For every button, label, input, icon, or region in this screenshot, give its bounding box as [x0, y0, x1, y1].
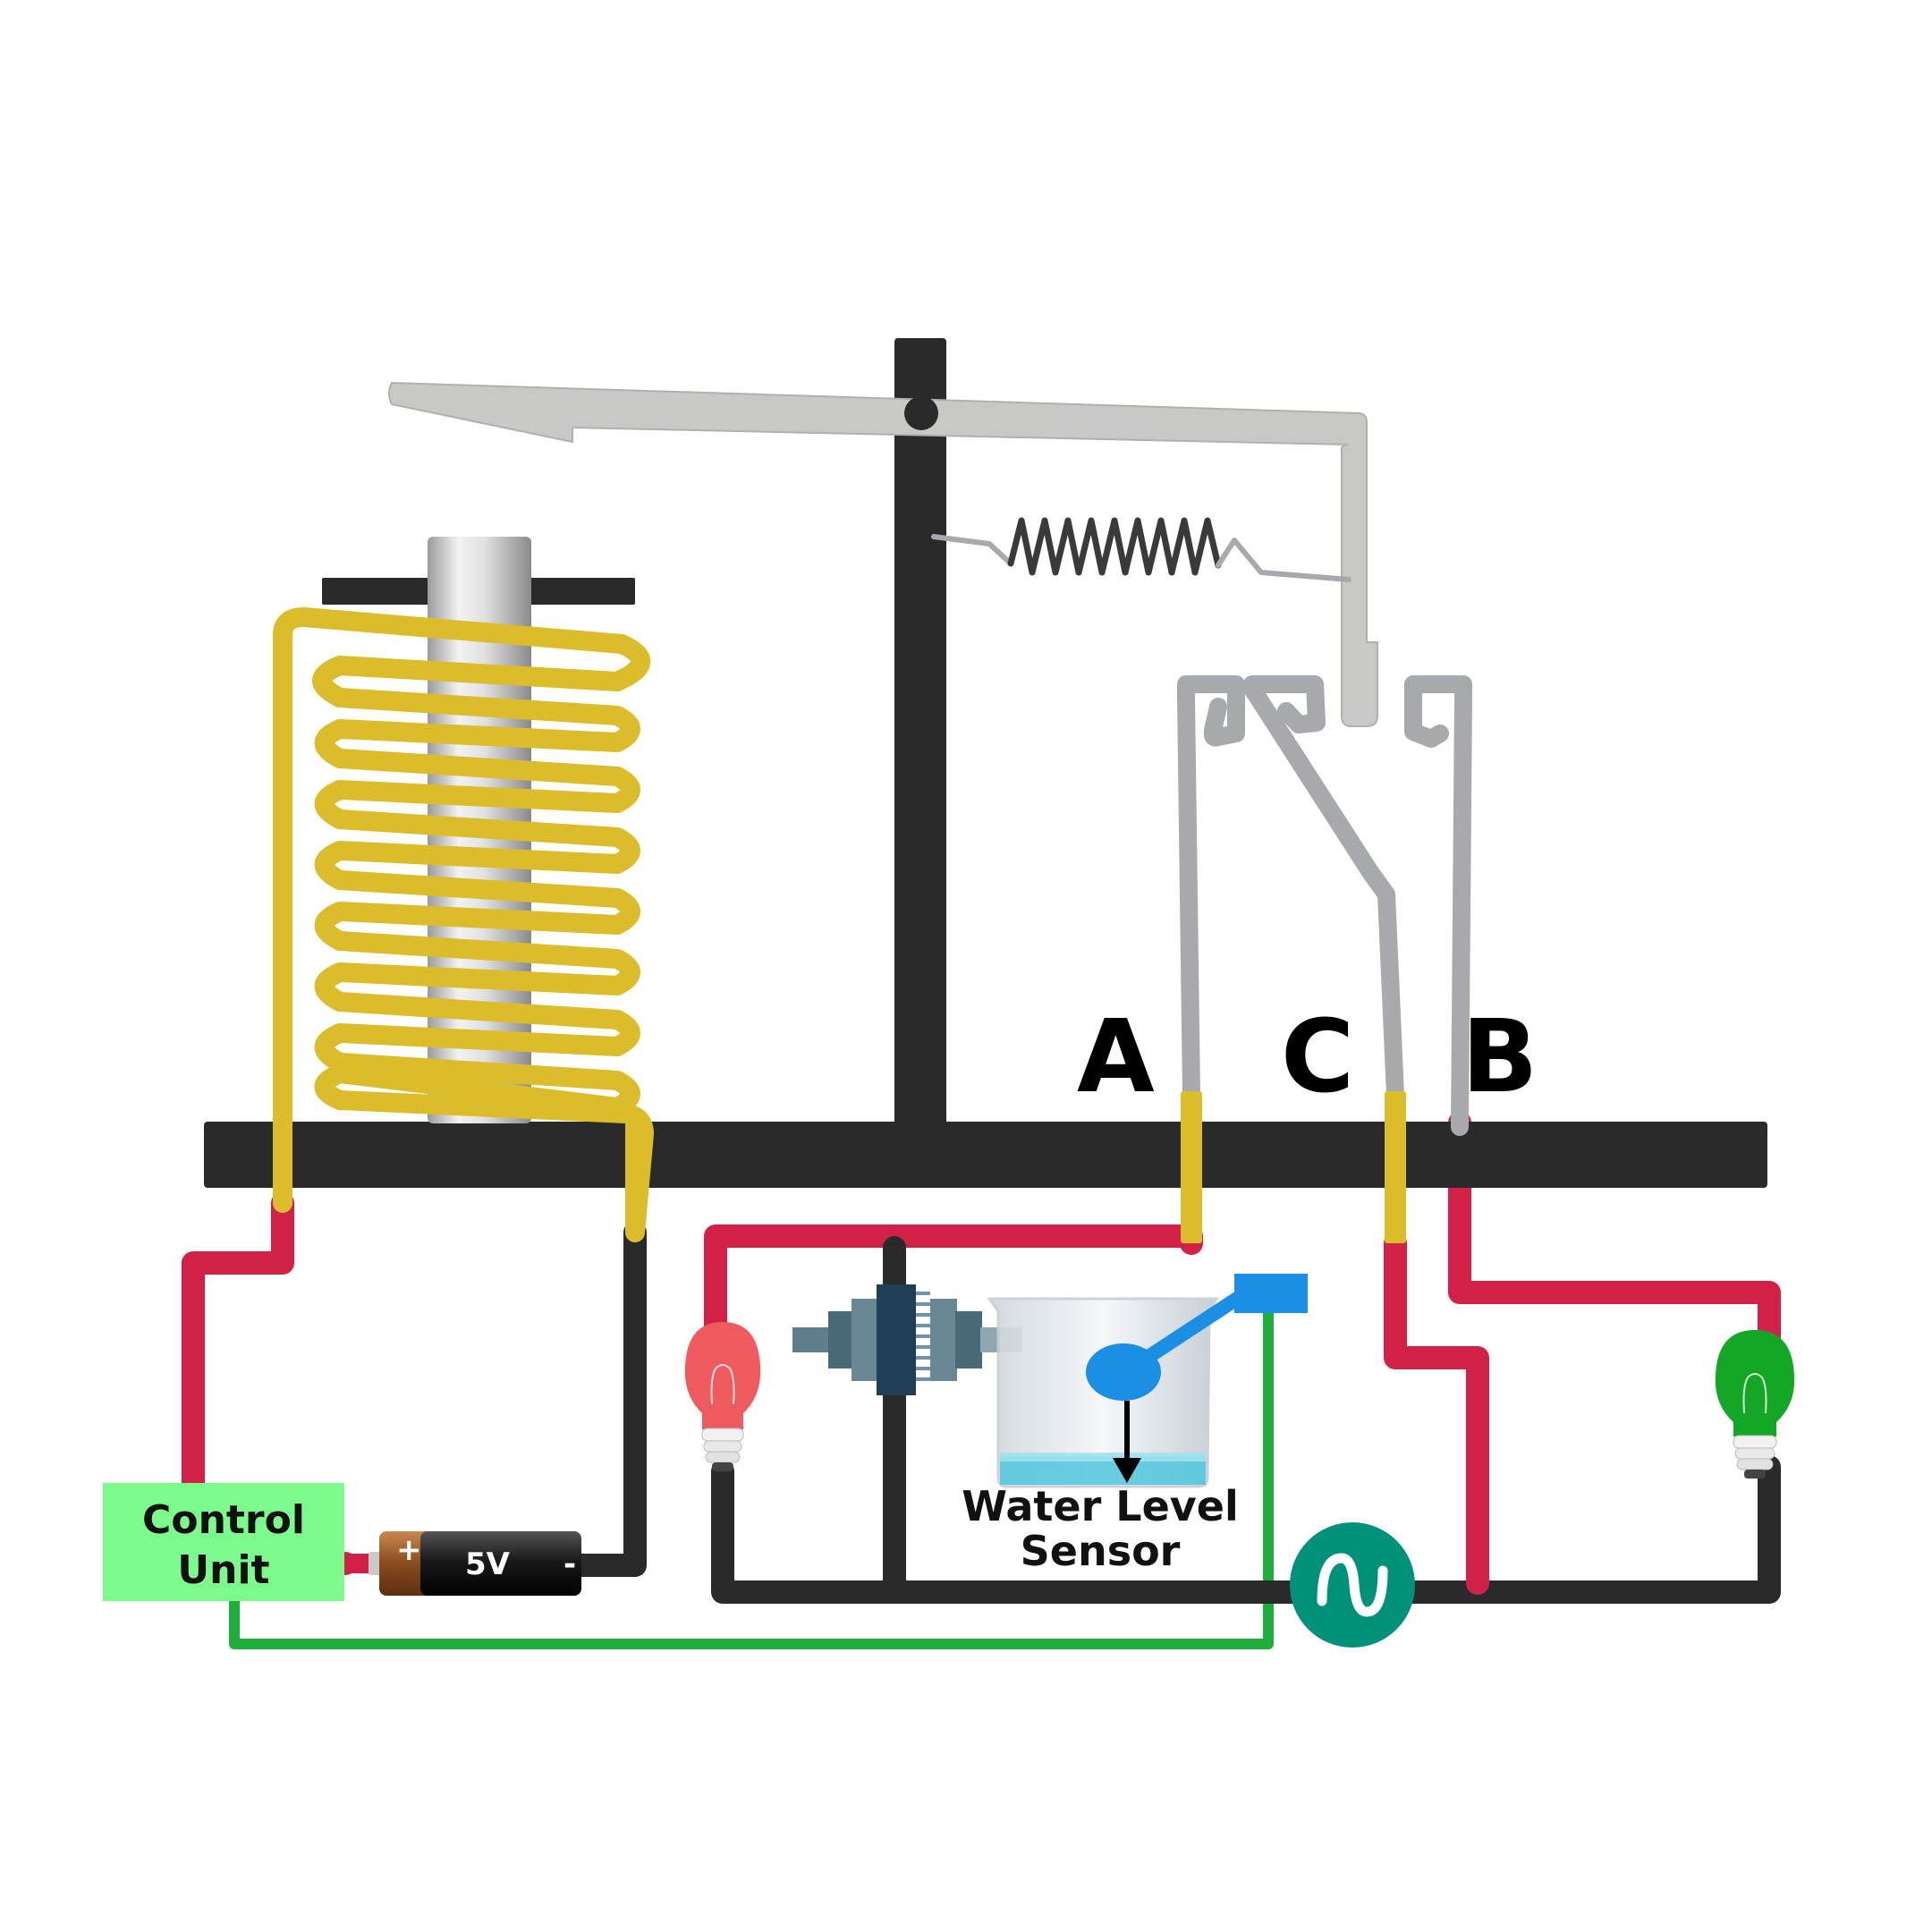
lamp-icon [684, 1322, 761, 1471]
battery-voltage-label: 5V [465, 1546, 511, 1582]
terminal-a-label: A [1077, 999, 1155, 1115]
coil-return-wire [561, 1221, 647, 1577]
water-level-sensor: Water Level Sensor [962, 1274, 1308, 1575]
frame-base [204, 1122, 1767, 1188]
water-pump-icon [792, 1284, 1021, 1395]
lamp-icon [1715, 1330, 1795, 1479]
green-lamp [1715, 1330, 1795, 1479]
pump-flange-left [852, 1299, 880, 1381]
electromagnet [273, 537, 654, 1242]
contact-c-blade [1243, 675, 1404, 1105]
frame-pillar [894, 338, 946, 1134]
battery-icon: + 5V - [344, 1531, 581, 1596]
ac-sine-wave [1317, 1553, 1388, 1617]
pump-collar-left [828, 1311, 853, 1368]
contacts [1177, 675, 1472, 1243]
terminal-b-wire [1448, 1111, 1781, 1349]
control-unit-label-line1: Control [142, 1497, 305, 1543]
control-unit-label-line2: Unit [177, 1547, 269, 1593]
ac-return-wire [711, 1455, 1781, 1604]
control-unit-box[interactable] [103, 1483, 344, 1601]
ac-source-icon [1290, 1522, 1415, 1648]
coil-winding [273, 607, 654, 1242]
battery-minus-sign: - [564, 1546, 576, 1582]
contact-c-terminal [1385, 1091, 1406, 1243]
float-sensor-icon [1086, 1274, 1308, 1401]
pump-collar-right [955, 1311, 982, 1368]
spring-icon [931, 517, 1352, 582]
contact-b-blade [1404, 675, 1472, 1136]
terminal-c-label: C [1281, 999, 1354, 1115]
level-arrow [1113, 1401, 1141, 1483]
contact-a-blade [1177, 675, 1245, 1105]
battery-body [420, 1531, 581, 1596]
terminal-b-label: B [1462, 999, 1538, 1115]
sensor-label-line1: Water Level [962, 1482, 1239, 1530]
terminal-c-wire [1384, 1232, 1489, 1595]
coil-left-terminal [273, 1118, 292, 1203]
sensor-label-line2: Sensor [1021, 1527, 1181, 1575]
armature-lever [388, 381, 1378, 727]
battery-plus-sign: + [396, 1532, 422, 1568]
coil-right-terminal [625, 1118, 645, 1233]
sensor-signal-wire [229, 1305, 1274, 1649]
pump-fins [916, 1292, 930, 1381]
battery-copper-end [379, 1531, 433, 1596]
armature [388, 381, 1378, 727]
pump-body [877, 1284, 916, 1395]
control-unit[interactable]: Control Unit [103, 1483, 344, 1601]
armature-pivot [904, 396, 938, 430]
water-surface [1000, 1453, 1206, 1462]
pump-flange-right [930, 1299, 957, 1381]
red-lamp [684, 1322, 761, 1471]
coil-positive-wire [182, 1191, 294, 1496]
contact-a-terminal [1181, 1091, 1202, 1243]
